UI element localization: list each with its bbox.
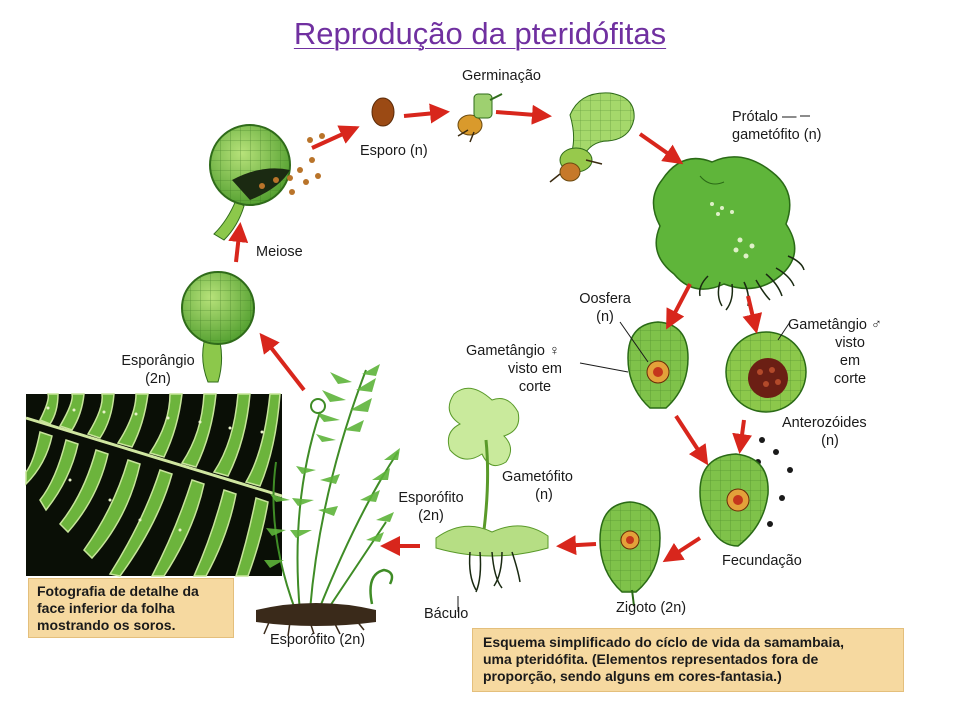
label-male-gametangium-2: visto <box>835 335 865 351</box>
arrow-to-fertilization <box>674 414 709 466</box>
photo-caption-line-3: mostrando os soros. <box>37 617 176 633</box>
arrow-to-archegonium <box>666 283 692 330</box>
label-fertilization: Fecundação <box>722 553 802 569</box>
scheme-caption-line-1: Esquema simplificado do cíclo de vida da… <box>483 634 845 650</box>
label-male-gametangium-3: em <box>839 353 861 369</box>
photo-caption-line-1: Fotografia de detalhe da <box>37 583 199 599</box>
label-male-gametangium-4: corte <box>833 371 867 387</box>
sporophyte-fern <box>256 364 400 637</box>
scheme-caption: Esquema simplificado do cíclo de vida da… <box>472 628 904 692</box>
arrow-to-spore <box>311 125 360 150</box>
label-sporangium-ploidy: (2n) <box>145 371 171 387</box>
scheme-caption-line-3: proporção, sendo alguns em cores-fantasi… <box>483 668 782 684</box>
label-male-gametangium: Gametângio ♂ <box>788 317 882 333</box>
label-sporophyte-young: Esporófito <box>398 490 464 506</box>
cycle-arrows <box>228 103 763 563</box>
antheridium <box>725 331 807 413</box>
label-zygote: Zigoto (2n) <box>616 600 687 616</box>
scheme-caption-line-2: uma pteridófita. (Elementos representado… <box>483 651 819 667</box>
label-sporangium: Esporângio <box>121 353 195 369</box>
arrow-to-germination <box>403 103 450 124</box>
photo-caption: Fotografia de detalhe da face inferior d… <box>28 578 234 638</box>
sporangium <box>181 271 255 383</box>
arrow-to-meiosis <box>228 222 249 263</box>
spore <box>371 97 395 127</box>
photo-caption-line-2: face inferior da folha <box>37 600 175 616</box>
fern-photo <box>25 393 283 577</box>
arrow-to-antheridium <box>742 295 763 334</box>
young-sporophyte <box>435 387 549 593</box>
label-antherozoids: Anterozóides <box>782 415 867 431</box>
label-meiosis: Meiose <box>256 244 303 260</box>
pointer-lines <box>457 115 810 612</box>
label-sporophyte-young-ploidy: (2n) <box>418 508 444 524</box>
zygote-archegonium <box>599 501 661 607</box>
arrow-to-young-prothallus <box>495 104 552 125</box>
label-female-gametangium-2: visto em <box>508 361 562 377</box>
label-prothallus: Prótalo — <box>732 109 797 125</box>
label-sporophyte: Esporófito (2n) <box>270 632 366 648</box>
young-prothallus <box>549 92 635 183</box>
label-germination: Germinação <box>462 68 541 84</box>
label-antherozoids-ploidy: (n) <box>821 433 839 449</box>
arrow-antherozoids-down <box>732 419 753 454</box>
label-fiddlehead: Báculo <box>424 606 469 622</box>
arrow-to-sporangium <box>259 332 306 392</box>
label-gametophyte: Gametófito <box>502 469 573 485</box>
label-gametophyte-ploidy: (n) <box>535 487 553 503</box>
fiddlehead <box>369 568 394 605</box>
germinating-spore <box>457 93 503 143</box>
label-female-gametangium: Gametângio ♀ <box>466 343 560 359</box>
label-oosphere: Oosfera <box>579 291 631 307</box>
sporangium-opening <box>209 124 325 241</box>
arrow-to-zygote <box>662 536 702 563</box>
label-spore: Esporo (n) <box>360 143 428 159</box>
fertilization-archegonium <box>699 453 769 547</box>
arrow-to-prothallus <box>638 132 684 165</box>
archegonium <box>627 321 689 409</box>
page-title: Reprodução da pteridófitas <box>293 16 667 51</box>
prothallus-gametophyte <box>652 156 805 311</box>
label-oosphere-ploidy: (n) <box>596 309 614 325</box>
arrow-to-young-sporophyte <box>556 535 597 556</box>
label-female-gametangium-3: corte <box>518 379 552 395</box>
label-prothallus-gametophyte: gametófito (n) <box>732 127 822 143</box>
